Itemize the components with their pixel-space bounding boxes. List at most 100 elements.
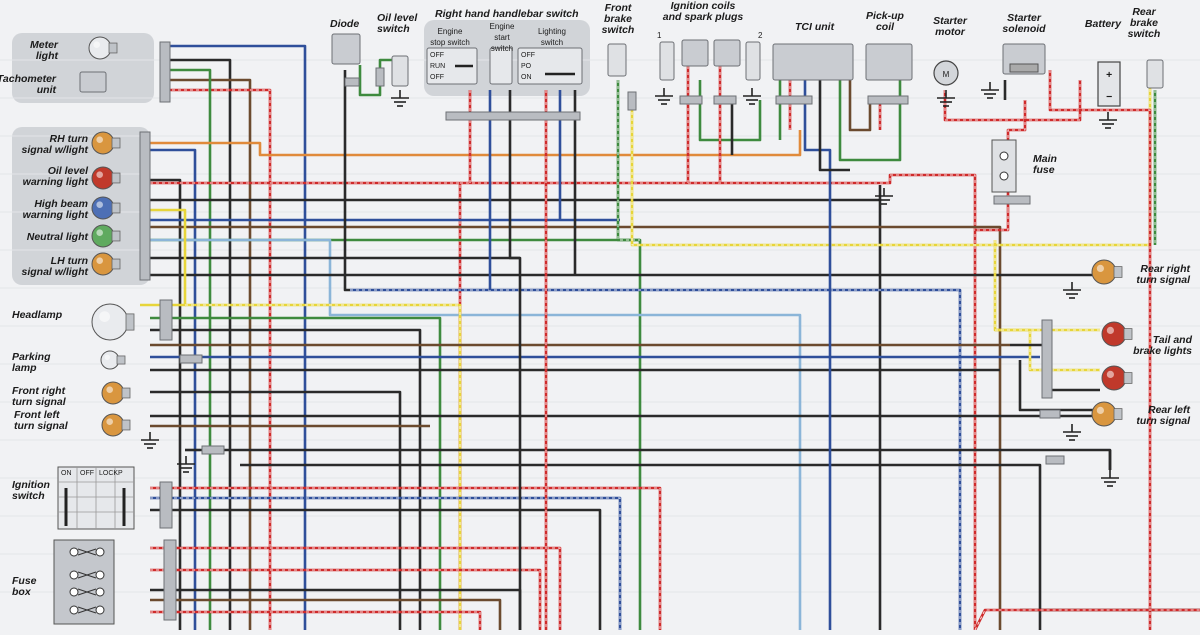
connector-icon	[159, 41, 171, 103]
red-wire-tracer	[150, 487, 661, 630]
ground-icon	[655, 88, 673, 105]
connector-icon	[993, 195, 1031, 205]
red-wire	[973, 608, 1200, 631]
green-wire	[150, 316, 442, 630]
connector-icon	[179, 354, 203, 364]
green-wire	[358, 58, 400, 97]
connector-icon	[159, 481, 173, 529]
yellow-wire	[993, 240, 1100, 332]
battery-icon	[1097, 61, 1121, 107]
black-wire	[343, 70, 350, 292]
label-neutral-light: Neutral light	[27, 231, 89, 243]
red-wire	[150, 610, 482, 630]
yellow-wire-tracer	[631, 80, 1151, 246]
blue-wire	[150, 496, 622, 630]
ignition-switch-position: LOCK	[99, 470, 118, 477]
bulb-icon	[91, 252, 121, 276]
bulb-icon	[88, 36, 118, 60]
connector-icon	[867, 95, 909, 105]
brown-wire	[160, 78, 252, 630]
yellow-wire-tracer	[185, 304, 461, 630]
coil-number-1: 1	[657, 31, 662, 40]
black-wire	[160, 58, 232, 630]
black-wire	[150, 588, 522, 630]
black-wire	[1018, 360, 1100, 412]
label-tci-unit: TCI unit	[795, 21, 835, 33]
connector-icon	[1039, 409, 1061, 419]
meter-panel	[12, 33, 154, 103]
label-diode: Diode	[330, 18, 359, 30]
red-wire-tracer	[150, 611, 481, 630]
connector-icon	[713, 95, 737, 105]
ground-icon	[177, 456, 195, 473]
yellow-wire-tracer	[995, 329, 1100, 371]
ground-icon	[937, 90, 955, 107]
green-wire	[838, 80, 902, 162]
coil-number-2: 2	[758, 31, 763, 40]
fuse-box-icon	[53, 539, 115, 625]
motor-icon	[933, 60, 959, 86]
black-wire	[150, 390, 402, 630]
black-wire	[200, 448, 1112, 470]
bulb-icon	[1101, 365, 1133, 391]
coil-2	[745, 41, 761, 81]
ignition-switch-position: ON	[61, 470, 72, 477]
ground-icon	[1101, 470, 1119, 487]
lighting-switch-position: OFF	[521, 52, 535, 59]
battery-minus: −	[1106, 91, 1112, 103]
connector-icon	[163, 539, 177, 621]
red-wire	[943, 80, 1082, 122]
ignition-switch-position: P	[118, 470, 123, 477]
red-wire-tracer	[944, 80, 1081, 121]
connector-icon	[139, 131, 151, 281]
stop-switch-position: OFF	[430, 52, 444, 59]
label-headlamp: Headlamp	[12, 309, 63, 321]
coil-1-cap	[681, 39, 709, 67]
lightblue-wire	[150, 238, 802, 630]
brown-wire	[150, 225, 1002, 630]
blue-wire-tracer	[350, 289, 961, 630]
components	[53, 33, 1164, 625]
red-wire-tracer	[150, 569, 541, 630]
blue-wire	[350, 288, 962, 630]
bulb-icon	[1091, 259, 1123, 285]
connector-icon	[1041, 319, 1053, 399]
label-rh-handlebar-switch: Right hand handlebar switch	[435, 8, 579, 20]
yellow-wire	[630, 80, 1152, 247]
bulb-icon	[101, 381, 131, 405]
bulb-icon	[1101, 321, 1133, 347]
green-wire	[698, 80, 762, 142]
ground-icon	[875, 188, 893, 205]
ground-icon	[743, 88, 761, 105]
connector-icon	[375, 67, 385, 87]
red-wire-tracer	[974, 609, 1200, 631]
front-brake-switch-box	[607, 43, 627, 77]
black-wire	[818, 80, 850, 172]
connector-icon	[201, 445, 225, 455]
coil-1	[659, 41, 675, 81]
diode-box	[331, 33, 361, 65]
blue-wire	[803, 80, 832, 630]
ground-icon	[1099, 112, 1117, 129]
bulb-icon	[101, 413, 131, 437]
black-wire	[1010, 343, 1100, 392]
connector-icon	[159, 299, 173, 341]
yellow-wire-tracer	[994, 240, 1100, 331]
connector-icon	[445, 111, 581, 121]
coil-2-cap	[713, 39, 741, 67]
